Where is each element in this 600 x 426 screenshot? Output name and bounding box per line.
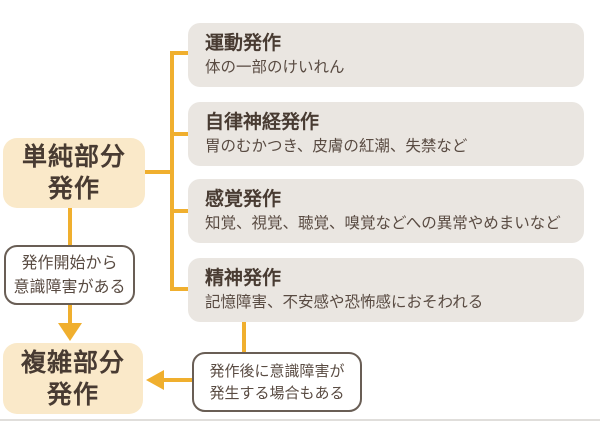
branch-title: 感覚発作 (205, 187, 282, 210)
arrow-left-icon (146, 370, 164, 390)
bottom-divider (0, 419, 600, 421)
note-consciousness-from-onset: 発作開始から 意識障害がある (4, 245, 135, 305)
branch-title: 精神発作 (205, 266, 282, 289)
connector-branch-motor (170, 51, 190, 55)
note-condition-line2: 意識障害がある (13, 277, 126, 296)
node-complex-label-line1: 複雑部分 (20, 347, 125, 377)
branch-box-motor-seizure: 運動発作 体の一部のけいれん (188, 23, 584, 87)
node-simple-label-line1: 単純部分 (21, 142, 126, 171)
branch-box-autonomic-seizure: 自律神経発作 胃のむかつき、皮膚の紅潮、失禁など (188, 102, 584, 166)
branch-desc: 体の一部のけいれん (205, 58, 345, 77)
connector-simple-to-condition (68, 206, 72, 246)
branch-title: 運動発作 (205, 31, 282, 54)
connector-condition-to-complex (68, 303, 72, 326)
note-callout-line2: 発生する場合もある (209, 384, 345, 402)
connector-branch-autonomic (170, 132, 190, 136)
node-simple-partial-seizure: 単純部分 発作 (3, 138, 145, 208)
connector-simple-to-trunk (143, 170, 174, 174)
branch-box-psychic-seizure: 精神発作 記憶障害、不安感や恐怖感におそわれる (188, 258, 584, 322)
connector-psychic-to-callout (242, 319, 246, 353)
branch-title: 自律神経発作 (205, 110, 320, 133)
branch-box-sensory-seizure: 感覚発作 知覚、視覚、聴覚、嗅覚などへの異常やめまいなど (188, 179, 584, 243)
note-callout-line1: 発作後に意識障害が (209, 361, 345, 380)
note-consciousness-after-seizure: 発作後に意識障害が 発生する場合もある (192, 352, 362, 412)
branch-desc: 記憶障害、不安感や恐怖感におそわれる (205, 293, 484, 312)
arrow-down-icon (58, 323, 82, 341)
node-complex-partial-seizure: 複雑部分 発作 (3, 343, 143, 414)
connector-branch-psychic (170, 287, 190, 291)
branch-desc: 胃のむかつき、皮膚の紅潮、失禁など (205, 137, 468, 156)
branch-desc: 知覚、視覚、聴覚、嗅覚などへの異常やめまいなど (205, 214, 561, 233)
connector-callout-to-complex (162, 378, 193, 382)
node-complex-label-line2: 発作 (46, 379, 99, 409)
connector-branch-sensory (170, 209, 190, 213)
node-simple-label-line2: 発作 (47, 174, 100, 203)
note-condition-line1: 発作開始から (21, 253, 118, 272)
